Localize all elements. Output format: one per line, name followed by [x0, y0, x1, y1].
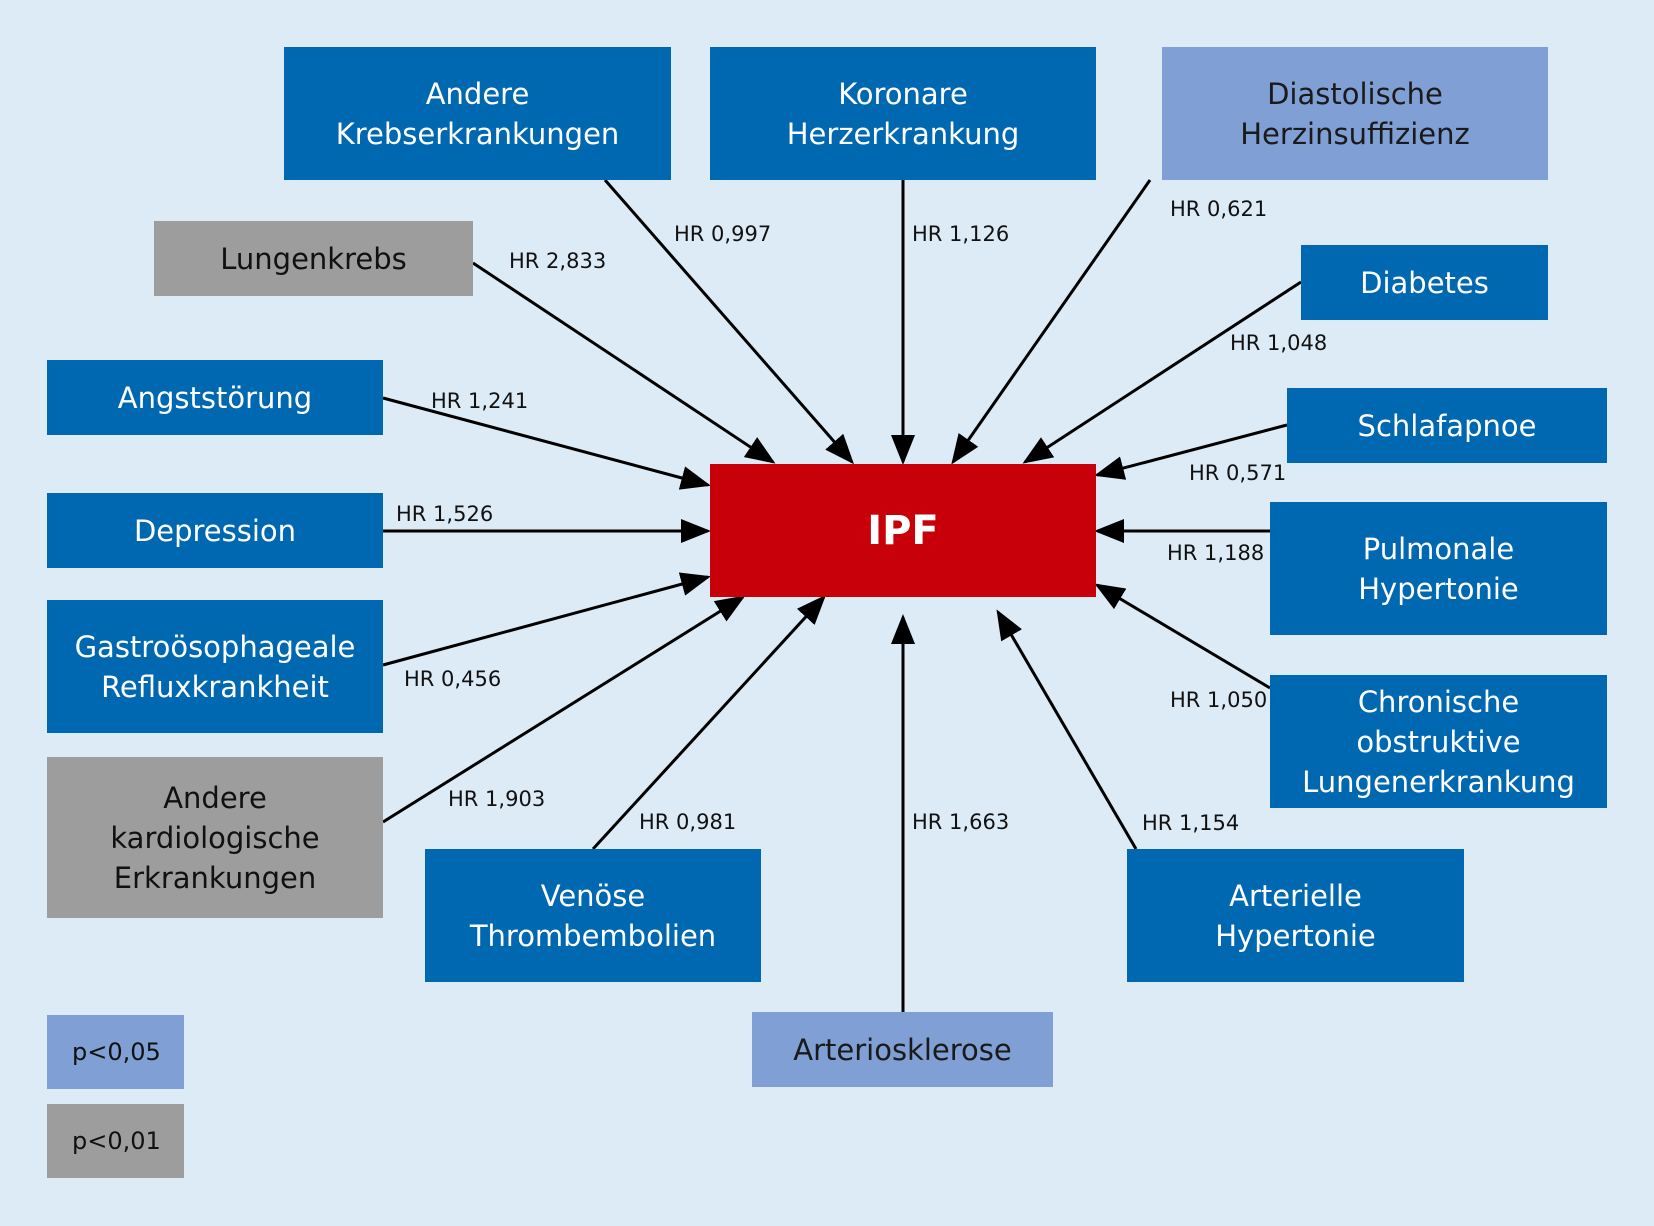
hr-label-pulmonale: HR 1,188 [1167, 541, 1265, 565]
arrow-andere-kardio [382, 595, 746, 824]
hr-label-angst: HR 1,241 [431, 389, 529, 413]
hr-label-diastolische: HR 0,621 [1170, 197, 1268, 221]
hr-label-diabetes: HR 1,048 [1230, 331, 1328, 355]
hr-label-venoese: HR 0,981 [639, 810, 737, 834]
hr-label-koronare: HR 1,126 [912, 222, 1010, 246]
arrow-angst [382, 396, 711, 490]
node-diabetes: Diabetes [1301, 245, 1548, 320]
node-arterielle-hypertonie: Arterielle Hypertonie [1127, 849, 1464, 982]
node-angststoerung: Angststörung [47, 360, 383, 435]
hr-label-depression: HR 1,526 [396, 502, 494, 526]
node-pulmonale-hypertonie: Pulmonale Hypertonie [1270, 502, 1607, 635]
ipf-center-node: IPF [710, 464, 1096, 597]
arrow-venoese [591, 594, 827, 851]
arrow-copd [1094, 583, 1271, 690]
node-diastolische-herzinsuffizienz: Diastolische Herzinsuffizienz [1162, 47, 1548, 180]
node-venoese-thrombembolien: Venöse Thrombembolien [425, 849, 761, 982]
hr-label-arterielle: HR 1,154 [1142, 811, 1240, 835]
legend-p001-label: p<0,01 [72, 1127, 161, 1155]
node-schlafapnoe: Schlafapnoe [1287, 388, 1607, 463]
arrow-diabetes [1022, 280, 1302, 464]
legend-p005: p<0,05 [47, 1015, 184, 1089]
legend-p001: p<0,01 [47, 1104, 184, 1178]
hr-label-lungenkrebs: HR 2,833 [509, 249, 607, 273]
node-andere-krebserkrankungen: Andere Krebserkrankungen [284, 47, 671, 180]
node-andere-kardiologische-erkrankungen: Andere kardiologische Erkrankungen [47, 757, 383, 918]
arrow-schlafapnoe [1094, 423, 1288, 480]
node-lungenkrebs: Lungenkrebs [154, 221, 473, 296]
hr-label-andere-krebs: HR 0,997 [674, 222, 772, 246]
arrow-gerd [382, 572, 711, 667]
hr-label-andere-kardio: HR 1,903 [448, 787, 546, 811]
hr-label-schlafapnoe: HR 0,571 [1189, 461, 1287, 485]
arrow-arterielle [996, 609, 1138, 850]
legend-p005-label: p<0,05 [72, 1038, 161, 1066]
hr-label-gerd: HR 0,456 [404, 667, 502, 691]
node-copd: Chronische obstruktive Lungenerkrankung [1270, 675, 1607, 808]
node-arteriosklerose: Arteriosklerose [752, 1012, 1053, 1087]
arrow-andere-krebs [603, 179, 854, 465]
arrow-lungenkrebs [472, 261, 776, 464]
node-gastrooesophageale-refluxkrankheit: Gastroösophageale Refluxkrankheit [47, 600, 383, 733]
node-koronare-herzerkrankung: Koronare Herzerkrankung [710, 47, 1096, 180]
hr-label-arteriosklerose: HR 1,663 [912, 810, 1010, 834]
arrow-diastolische [951, 179, 1152, 465]
hr-label-copd: HR 1,050 [1170, 688, 1268, 712]
node-depression: Depression [47, 493, 383, 568]
